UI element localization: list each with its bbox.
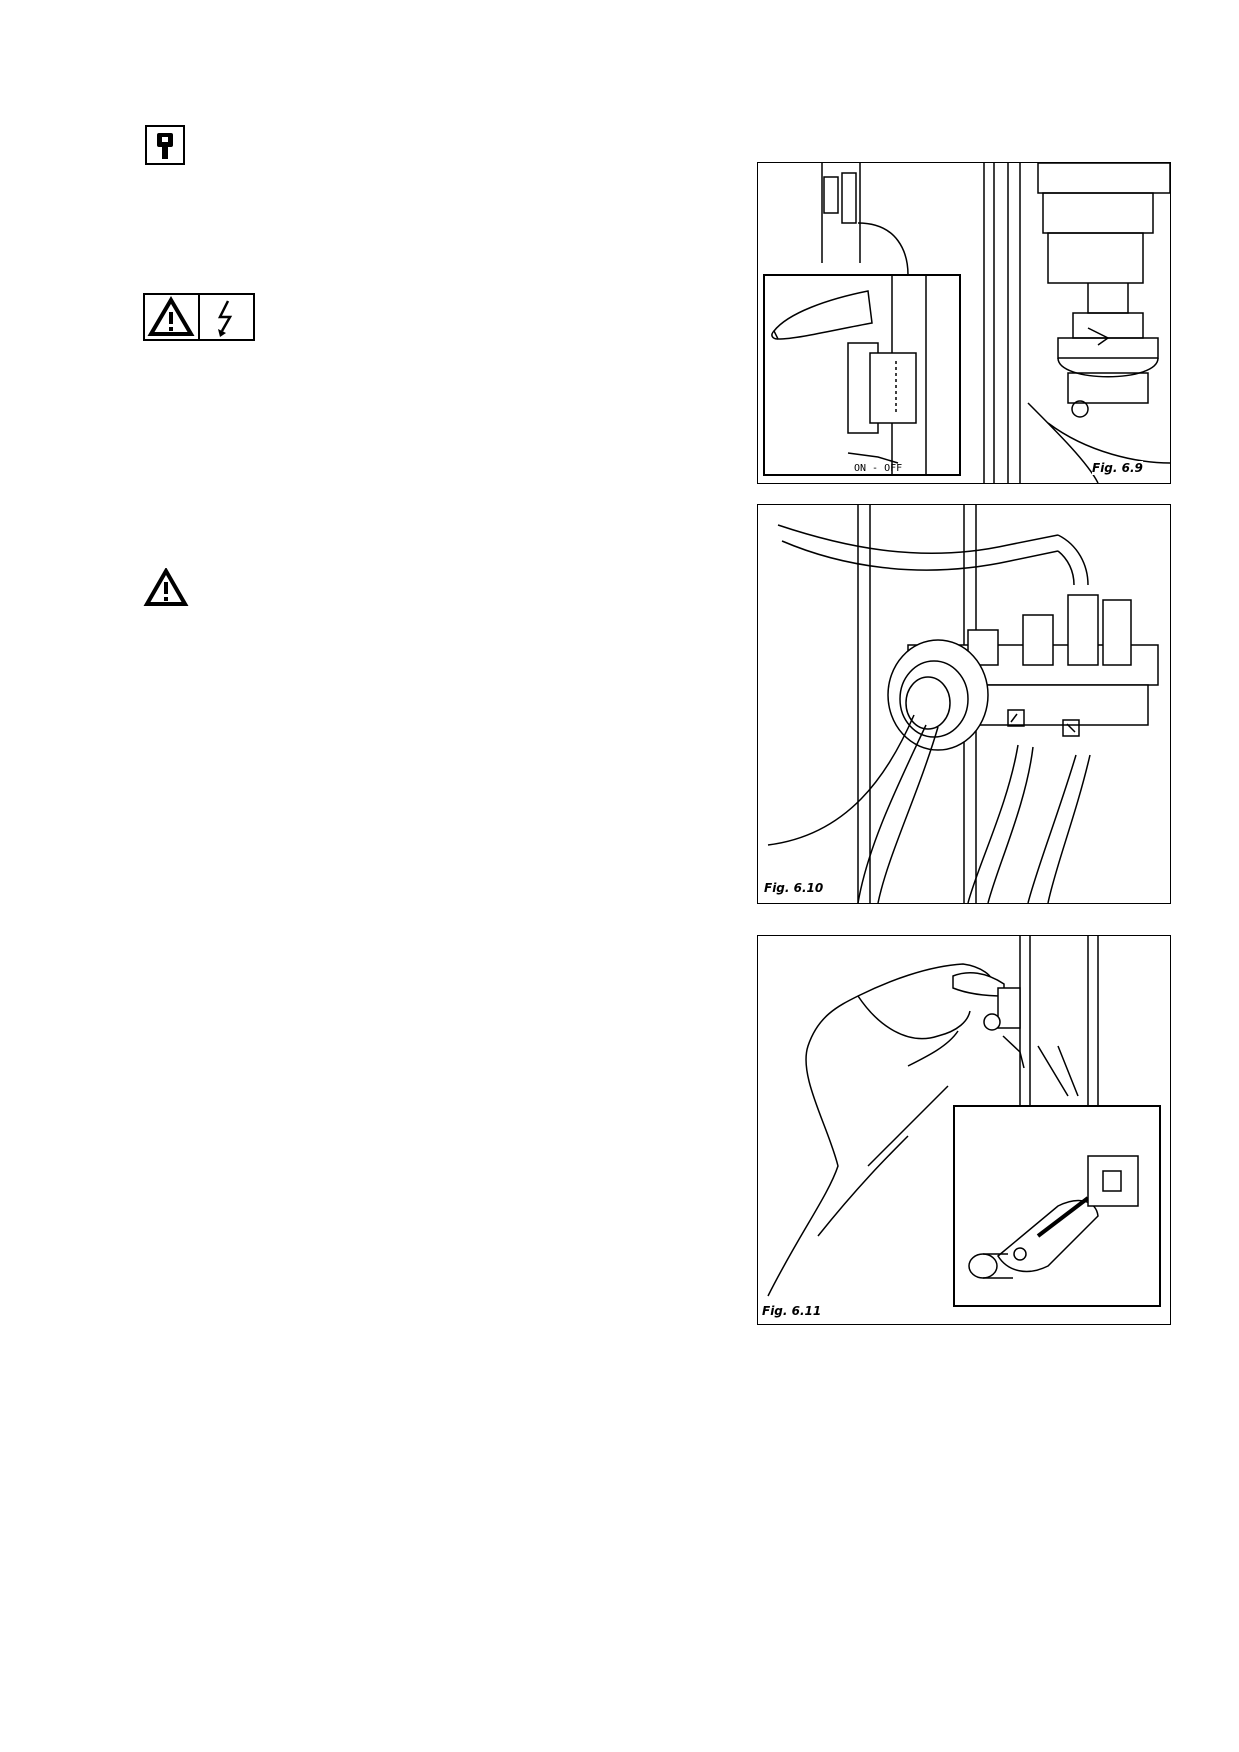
warning-triangle-icon [143, 566, 189, 608]
figure-caption: Fig. 6.10 [764, 881, 824, 895]
figure-6-9-illustration: ON - OFF [763, 163, 1170, 483]
electrical-warning-icons [143, 293, 255, 341]
figure-6-10: Fig. 6.10 [757, 504, 1171, 904]
figure-6-10-illustration [767, 505, 1159, 903]
figure-6-11: Fig. 6.11 [757, 935, 1171, 1325]
figure-6-9: ON - OFF Fig. 6.9 [757, 162, 1171, 484]
key-icon [145, 125, 185, 165]
warning-triangle-icon [145, 295, 200, 339]
switch-label: ON - OFF [854, 463, 902, 474]
figure-caption: Fig. 6.11 [762, 1304, 822, 1318]
lightning-bolt-icon [200, 295, 253, 339]
figure-6-11-illustration [767, 936, 1161, 1307]
figure-caption: Fig. 6.9 [1092, 461, 1143, 475]
